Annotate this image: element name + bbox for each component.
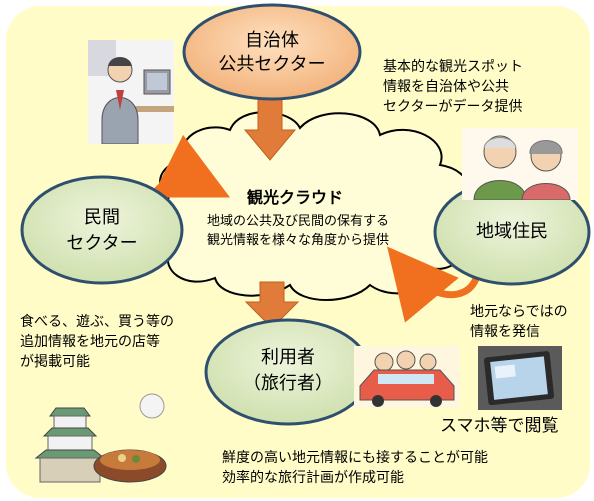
castle-and-food-illustration bbox=[34, 393, 167, 483]
government-label-line1: 自治体 bbox=[245, 30, 299, 51]
government-label-line2: 公共セクター bbox=[218, 54, 326, 75]
family-car-illustration bbox=[354, 346, 460, 408]
private-label-line2: セクター bbox=[66, 233, 138, 254]
cloud-description-line1: 地域の公共及び民間の保有する bbox=[206, 214, 389, 229]
elderly-couple-illustration bbox=[462, 128, 578, 200]
cloud-description-line2: 観光情報を様々な角度から提供 bbox=[206, 233, 389, 248]
tablet-photo bbox=[478, 346, 562, 410]
office-worker-illustration bbox=[88, 40, 174, 144]
users-label-line1: 利用者 bbox=[261, 347, 315, 368]
government-note-line3: セクターがデータ提供 bbox=[383, 99, 523, 115]
residents-note-line2: 情報を発信 bbox=[470, 324, 540, 340]
private-note-line1: 食べる、遊ぶ、買う等の bbox=[20, 314, 174, 330]
private-label-line1: 民間 bbox=[84, 207, 120, 228]
users-label-line2: （旅行者） bbox=[243, 373, 333, 394]
government-note-line1: 基本的な観光スポット bbox=[383, 59, 523, 75]
government-note-line2: 情報を自治体や公共 bbox=[383, 79, 509, 95]
private-note-line2: 追加情報を地元の店等 bbox=[20, 334, 160, 350]
residents-label: 地域住民 bbox=[476, 221, 548, 242]
bottom-note-line1: 鮮度の高い地元情報にも接することが可能 bbox=[222, 450, 488, 466]
node-private bbox=[20, 175, 184, 285]
node-government bbox=[182, 3, 362, 101]
private-note-line3: が掲載可能 bbox=[20, 354, 90, 370]
residents-note-line1: 地元ならではの bbox=[470, 304, 568, 320]
arrow-down-bottom bbox=[244, 281, 300, 329]
cloud-title: 観光クラウド bbox=[246, 188, 343, 207]
smartphone-note: スマホ等で閲覧 bbox=[440, 416, 559, 436]
bottom-note-line2: 効率的な旅行計画が作成可能 bbox=[222, 470, 404, 486]
